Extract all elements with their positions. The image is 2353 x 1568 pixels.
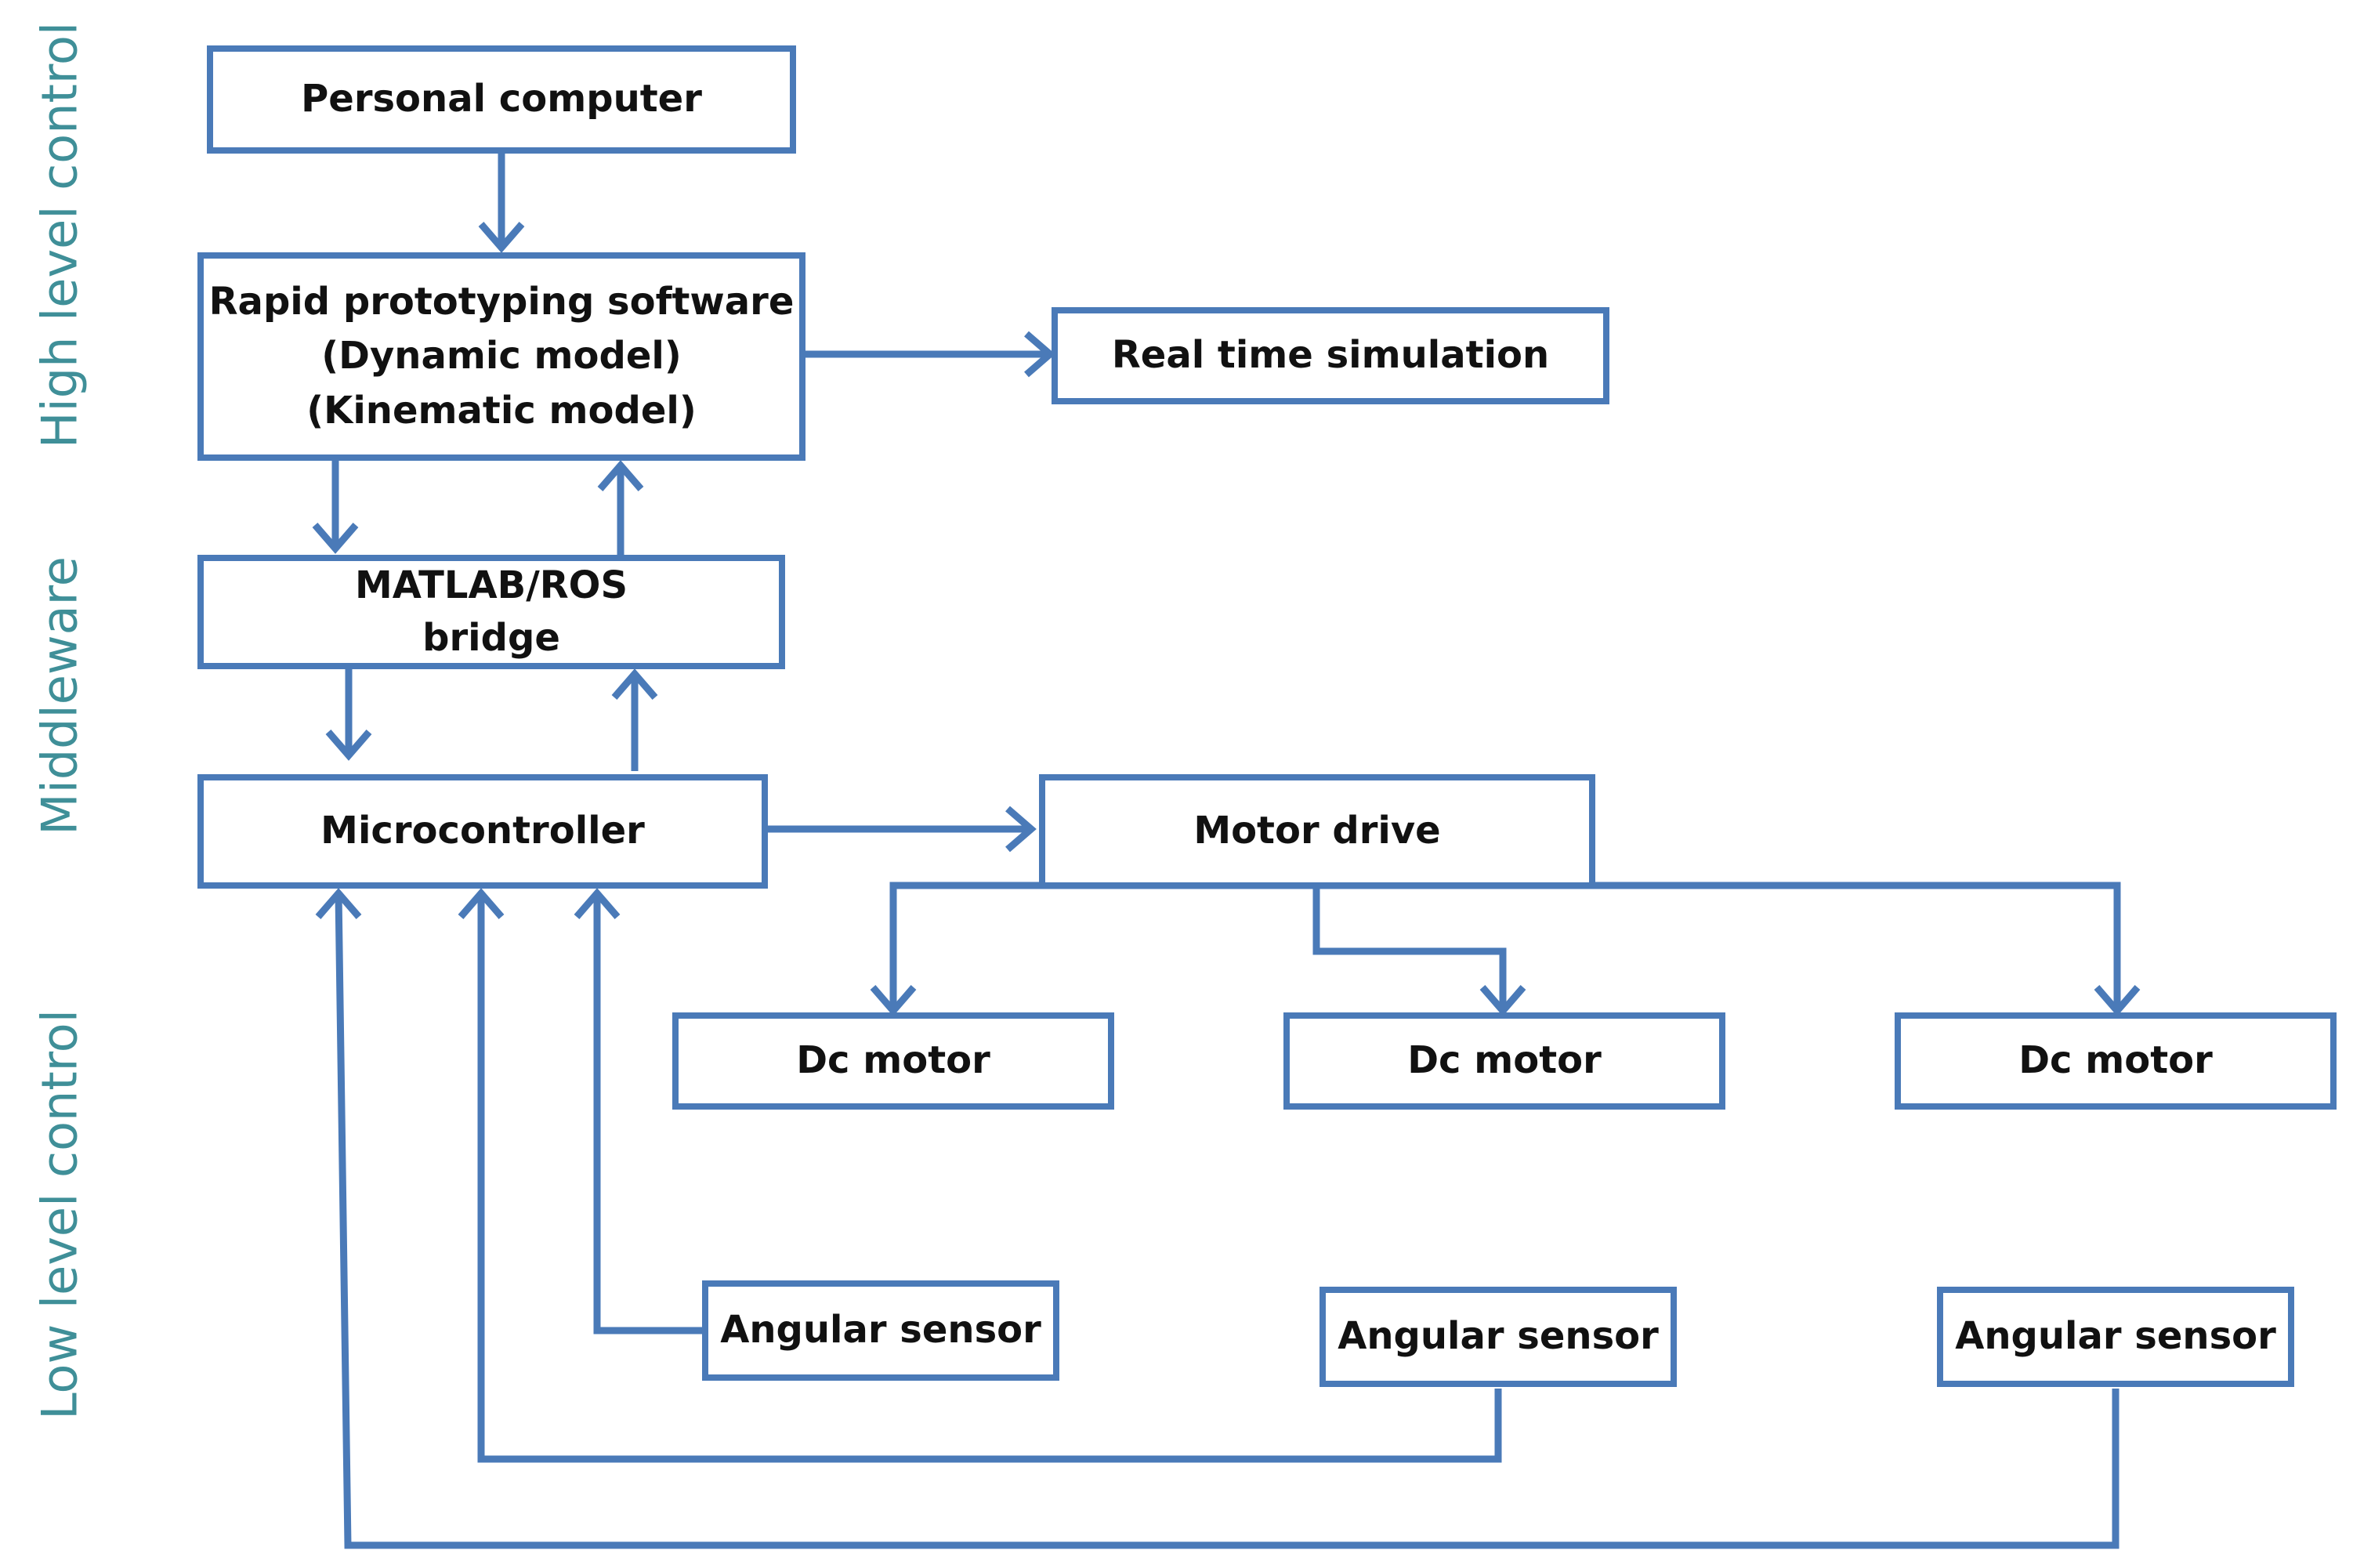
- box-angular-sensor-1: Angular sensor: [702, 1280, 1059, 1381]
- arrowhead-sensor2-to-micro: [458, 888, 505, 919]
- label-rapid-line3: (Kinematic model): [306, 388, 697, 433]
- box-motor-drive: Motor drive: [1039, 774, 1595, 889]
- arrowhead-to-dc-motor-3: [2094, 985, 2141, 1016]
- arrow-motordrive-to-dc-motor-2: [1312, 885, 1507, 1011]
- box-dc-motor-3: Dc motor: [1895, 1012, 2337, 1110]
- label-angular-sensor-1: Angular sensor: [720, 1308, 1041, 1353]
- arrowhead-pc-to-rapid: [478, 222, 525, 253]
- arrowhead-micro-to-motordrive: [1005, 806, 1037, 853]
- arrowhead-to-dc-motor-2: [1479, 985, 1526, 1016]
- label-angular-sensor-3: Angular sensor: [1955, 1314, 2276, 1359]
- label-rapid-line1: Rapid prototyping software: [208, 279, 795, 324]
- tier-label-high-level-control: High level control: [31, 21, 89, 449]
- arrowhead-rapid-to-bridge: [312, 523, 359, 554]
- tier-label-middleware: Middleware: [31, 556, 89, 835]
- arrow-sensor1-to-micro: [593, 893, 704, 1334]
- arrowhead-sensor1-to-micro: [574, 888, 621, 919]
- label-dc-motor-2: Dc motor: [1407, 1038, 1602, 1083]
- box-angular-sensor-2: Angular sensor: [1319, 1287, 1677, 1387]
- label-dc-motor-3: Dc motor: [2018, 1038, 2213, 1083]
- label-dc-motor-1: Dc motor: [796, 1038, 990, 1083]
- box-dc-motor-2: Dc motor: [1283, 1012, 1725, 1110]
- box-real-time-simulation: Real time simulation: [1052, 307, 1609, 404]
- box-personal-computer: Personal computer: [207, 45, 796, 154]
- arrowhead-micro-to-bridge: [611, 668, 658, 700]
- arrow-sensor2-to-micro: [477, 893, 1502, 1463]
- label-bridge-line2: bridge: [422, 616, 560, 660]
- box-angular-sensor-3: Angular sensor: [1937, 1287, 2294, 1387]
- label-motor-drive: Motor drive: [1193, 809, 1441, 853]
- arrowhead-to-dc-motor-1: [870, 985, 917, 1016]
- label-rapid-line2: (Dynamic model): [321, 334, 682, 378]
- box-matlab-ros-bridge: MATLAB/ROS bridge: [197, 555, 785, 669]
- box-microcontroller: Microcontroller: [197, 774, 768, 889]
- arrow-sensor3-to-micro: [335, 893, 2120, 1549]
- arrowhead-rapid-to-simulation: [1024, 331, 1055, 378]
- label-microcontroller: Microcontroller: [320, 809, 645, 853]
- label-real-time-simulation: Real time simulation: [1111, 333, 1550, 378]
- box-rapid-prototyping-software: Rapid prototyping software (Dynamic mode…: [197, 252, 805, 461]
- arrowhead-bridge-to-rapid: [597, 460, 644, 491]
- arrowhead-bridge-to-micro: [325, 730, 372, 761]
- label-angular-sensor-2: Angular sensor: [1338, 1314, 1659, 1359]
- label-bridge-line1: MATLAB/ROS: [354, 563, 628, 607]
- label-personal-computer: Personal computer: [301, 77, 702, 121]
- box-dc-motor-1: Dc motor: [672, 1012, 1114, 1110]
- arrowhead-sensor3-to-micro: [315, 888, 362, 919]
- tier-label-low-level-control: Low level control: [31, 1009, 89, 1420]
